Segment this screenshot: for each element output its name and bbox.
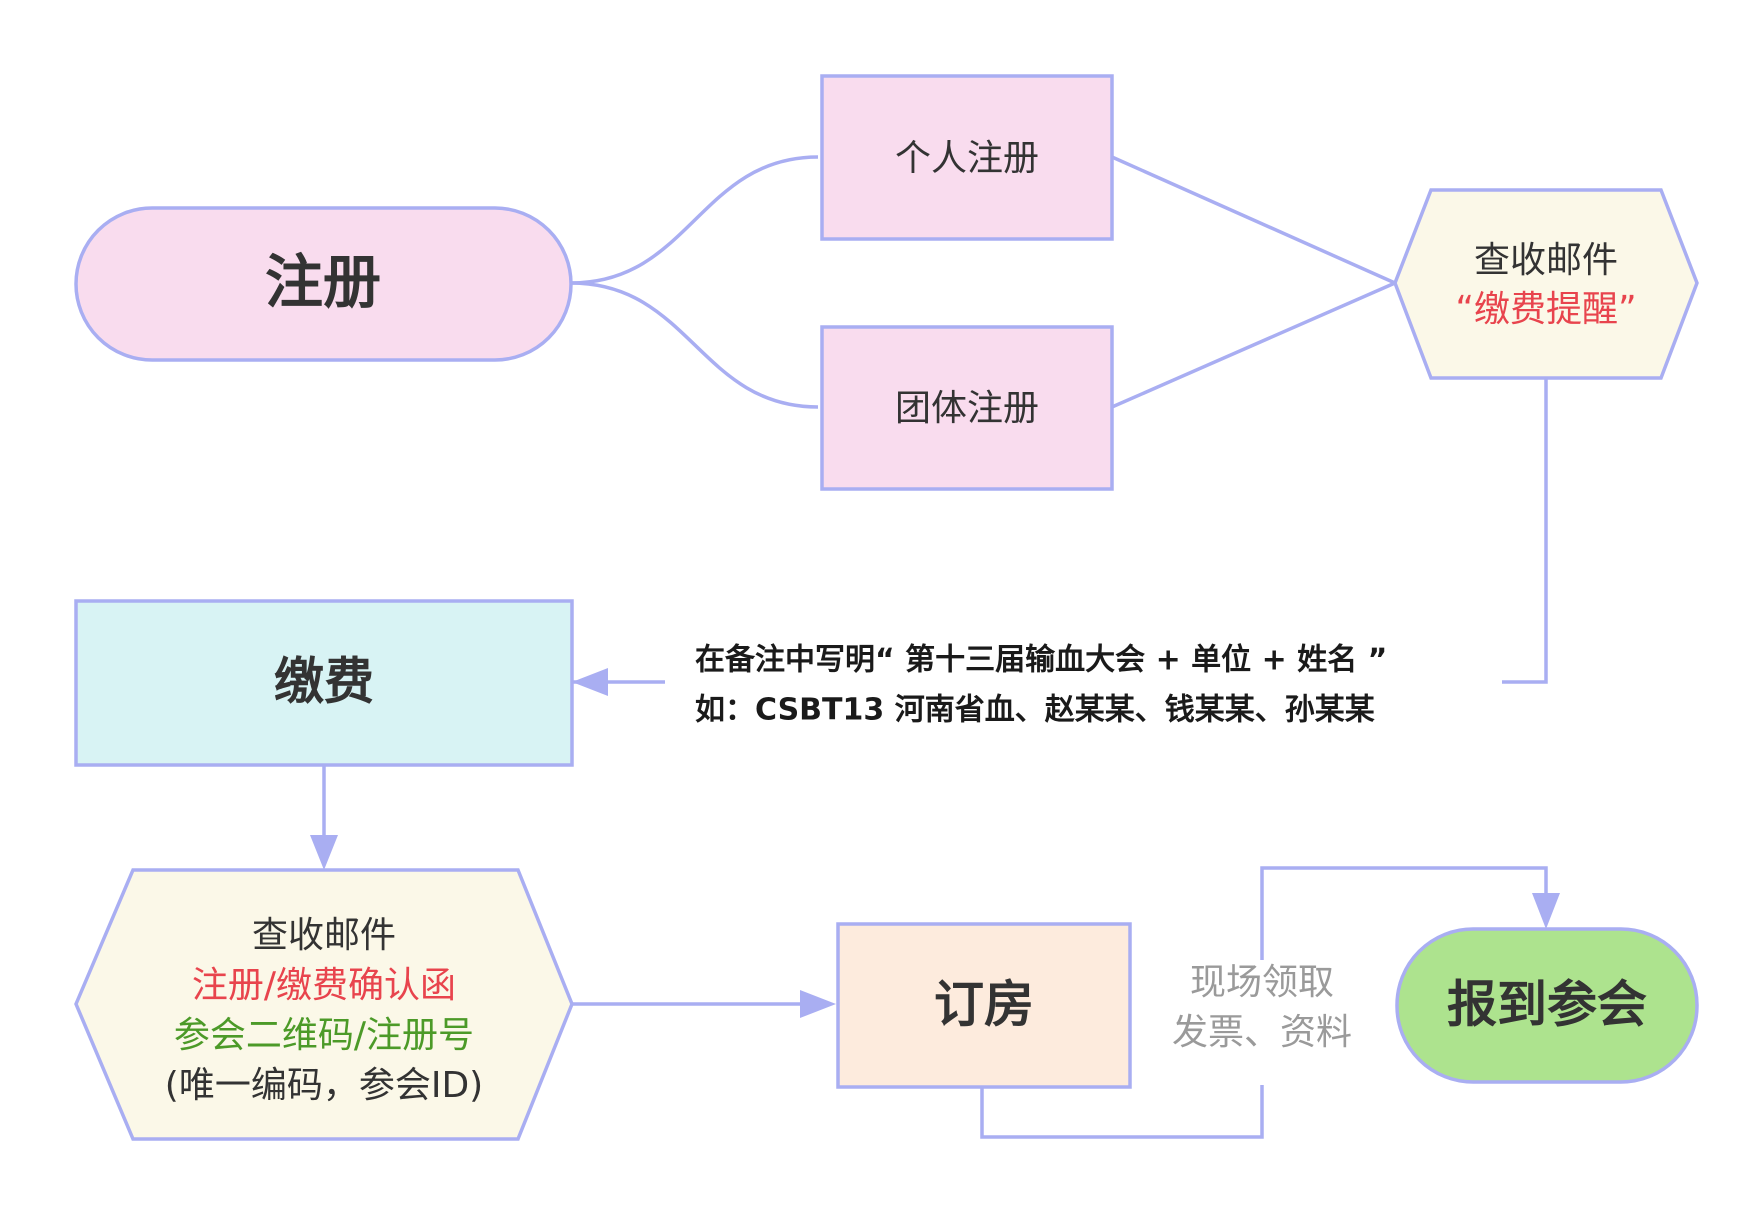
node-check-in-attend-label: 报到参会 bbox=[1447, 976, 1647, 1034]
mail2-qr-code-registration-number: 参会二维码/注册号 bbox=[174, 1015, 474, 1056]
node-check-mail-payment-reminder: 查收邮件 “缴费提醒” bbox=[1393, 188, 1699, 380]
arrowhead-to-mail2 bbox=[310, 835, 338, 870]
edge-hotel-to-checkin-lower bbox=[980, 1085, 1264, 1139]
node-individual-registration: 个人注册 bbox=[820, 74, 1114, 241]
mail1-title: 查收邮件 bbox=[1474, 240, 1618, 281]
mail2-title: 查收邮件 bbox=[252, 915, 396, 956]
edge-group-to-mail1 bbox=[1111, 281, 1396, 409]
mail2-unique-id-note: (唯一编码，参会ID) bbox=[165, 1065, 483, 1106]
edge-individual-to-mail1 bbox=[1111, 155, 1396, 285]
arrowhead-to-checkin bbox=[1532, 893, 1560, 929]
node-register: 注册 bbox=[74, 206, 573, 362]
edge-register-to-individual bbox=[570, 155, 819, 285]
node-payment: 缴费 bbox=[74, 599, 574, 767]
node-hotel-booking: 订房 bbox=[836, 922, 1132, 1089]
onsite-pickup-line2: 发票、资料 bbox=[1172, 1012, 1352, 1053]
payment-remark-line1: 在备注中写明“ 第十三届输血大会 + 单位 + 姓名 ” bbox=[695, 643, 1387, 678]
edge-register-to-group bbox=[570, 281, 819, 409]
node-individual-registration-label: 个人注册 bbox=[895, 138, 1039, 179]
node-hotel-booking-label: 订房 bbox=[934, 976, 1034, 1034]
node-check-mail-confirmation: 查收邮件 注册/缴费确认函 参会二维码/注册号 (唯一编码，参会ID) bbox=[74, 868, 574, 1141]
edge-mail1-to-payment-right bbox=[1502, 378, 1548, 684]
node-register-label: 注册 bbox=[265, 248, 381, 316]
mail2-confirmation-letter: 注册/缴费确认函 bbox=[192, 965, 456, 1006]
node-group-registration-label: 团体注册 bbox=[895, 388, 1039, 429]
node-payment-label: 缴费 bbox=[274, 653, 374, 711]
payment-remark-line2: 如：CSBT13 河南省血、赵某某、钱某某、孙某某 bbox=[695, 693, 1375, 728]
onsite-pickup-line1: 现场领取 bbox=[1190, 962, 1334, 1003]
mail1-payment-reminder: “缴费提醒” bbox=[1455, 289, 1636, 330]
edge-hotel-to-checkin-upper bbox=[1260, 866, 1548, 960]
node-check-in-attend: 报到参会 bbox=[1395, 927, 1699, 1084]
arrowhead-to-payment bbox=[572, 668, 608, 696]
arrowhead-to-hotel bbox=[800, 990, 836, 1018]
node-group-registration: 团体注册 bbox=[820, 325, 1114, 491]
